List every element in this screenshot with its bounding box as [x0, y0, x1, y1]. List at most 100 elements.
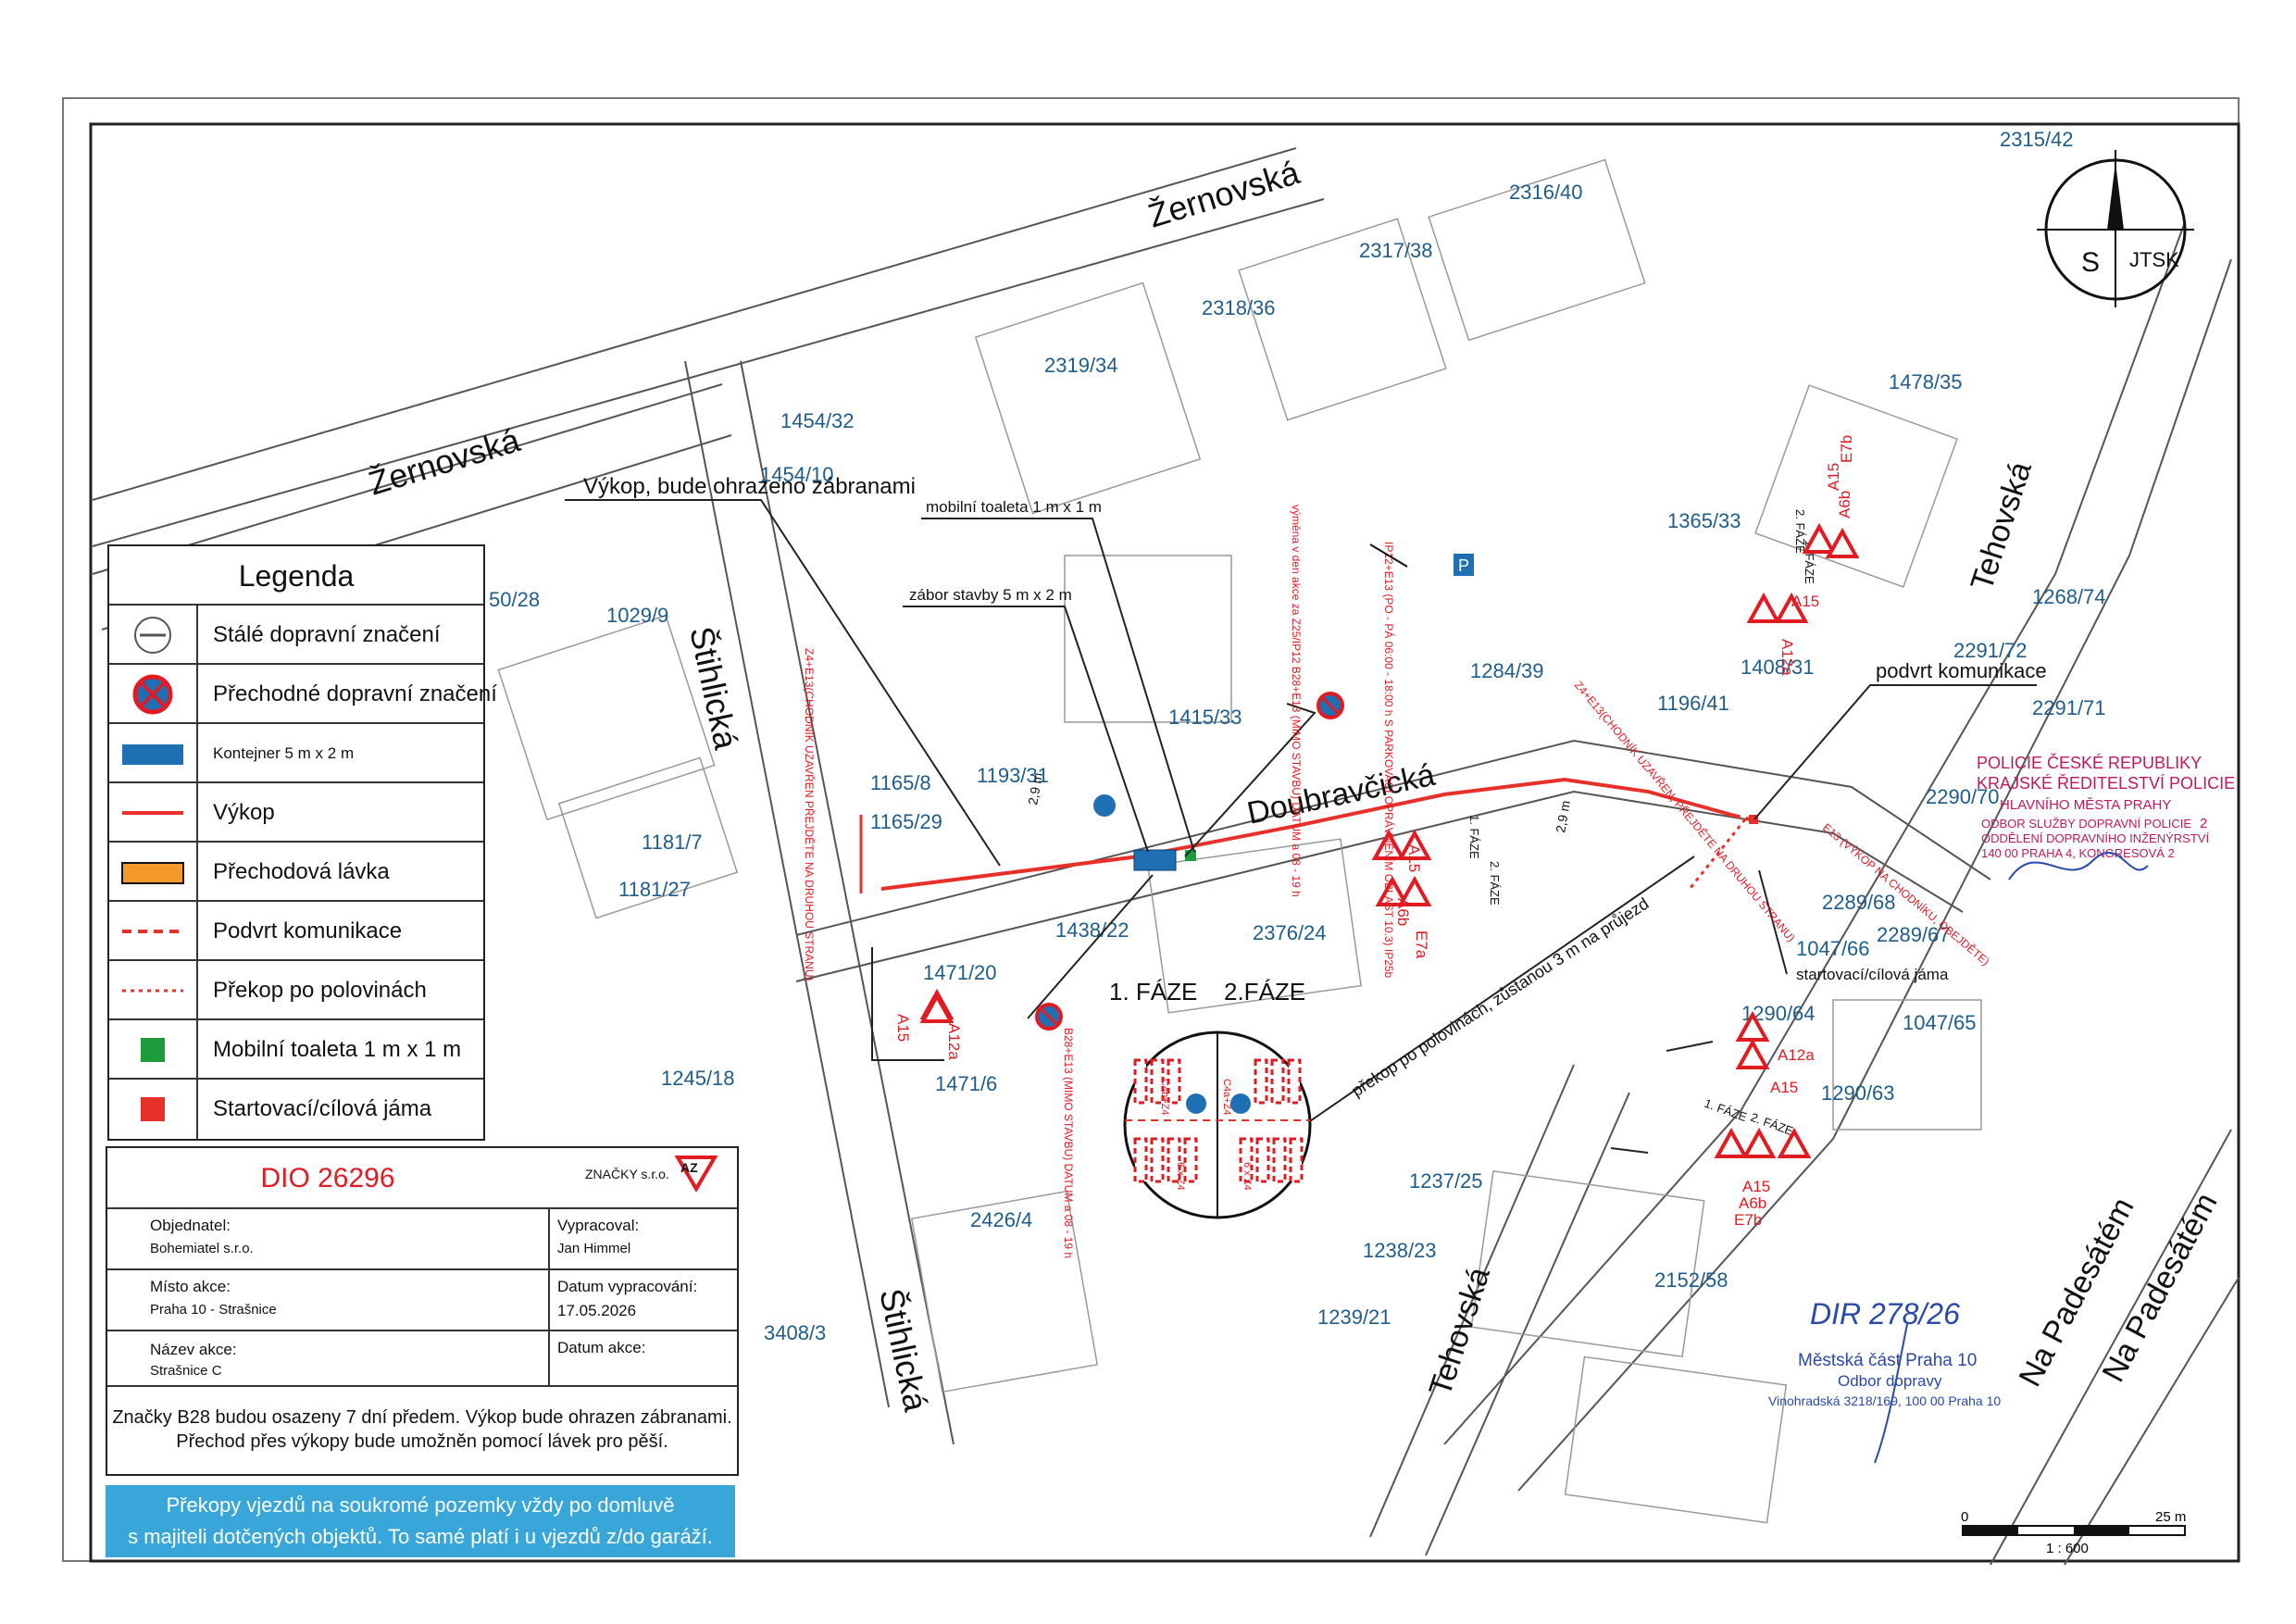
- police-stamp-line6: 140 00 PRAHA 4, KONGRESOVÁ 2: [1981, 846, 2175, 860]
- no-parking-signs: [1035, 692, 1344, 1031]
- legend-row-pit: Startovací/cílová jáma: [109, 1078, 483, 1139]
- inner-frame: [89, 122, 2240, 1563]
- barrier-icon: [1289, 1137, 1304, 1183]
- note-b28-1: B28+E13 (MIMO STAVBU) DATUM a 08 - 19 h: [1062, 1028, 1075, 1258]
- legend-label: Přechodné dopravní značení: [213, 681, 497, 706]
- barrier-icon: [1133, 1058, 1148, 1105]
- parcel-label: 1415/33: [1168, 706, 1242, 729]
- note-b28-2: výměna v den akce za Z25/IP12 B28+E13 (M…: [1290, 505, 1303, 897]
- parcel-label: 3408/3: [764, 1321, 826, 1344]
- warning-triangle-icon: [1714, 1127, 1749, 1158]
- police-stamp: POLICIE ČESKÉ REPUBLIKY KRAJSKÉ ŘEDITELS…: [1977, 753, 2235, 881]
- legend-row-road-drilling: Podvrt komunikace: [109, 900, 483, 961]
- parcel-label: 1408/31: [1741, 656, 1815, 679]
- mc-stamp-line2: Odbor dopravy: [1838, 1372, 1942, 1390]
- phase-small-3: 1. FÁZE: [1703, 1096, 1749, 1125]
- phase-small-2: 2. FÁZE: [1488, 861, 1502, 906]
- company-logo: AZ ZNAČKY s.r.o.: [548, 1148, 737, 1207]
- street-doubravcicka: Doubravčická: [1244, 757, 1438, 831]
- police-stamp-line5: ODDĚLENÍ DOPRAVNÍHO INŽENÝRSTVÍ: [1981, 831, 2209, 845]
- sign-z4-2: 6 x Z4: [1242, 1162, 1253, 1191]
- legend-row-footbridge: Přechodová lávka: [109, 841, 483, 902]
- parcel-label: 1237/25: [1409, 1169, 1483, 1193]
- warning-triangle-icon: [1397, 875, 1432, 906]
- parcel-label: 2317/38: [1359, 239, 1433, 262]
- sign-code-a15-3: A15: [1791, 593, 1819, 610]
- sign-code-a6b-3: A6b: [1739, 1194, 1766, 1212]
- barrier-icon: [1167, 1137, 1181, 1183]
- street-stihlicka-top: Štihlická: [682, 623, 745, 754]
- barrier-icon: [1287, 1058, 1302, 1105]
- sign-code-e7b-1: E7b: [1838, 435, 1855, 463]
- scale-start: 0: [1961, 1509, 1968, 1525]
- parcel-label: 2318/36: [1202, 296, 1276, 319]
- sign-code-a12a-3: A12a: [1778, 1046, 1815, 1064]
- parcel-label: 2316/40: [1509, 181, 1583, 204]
- parcel-labels: 2315/422316/402317/382318/362319/341454/…: [489, 128, 2106, 1344]
- compass: S JTSK: [2037, 150, 2194, 307]
- created-date-label: Datum vypracování:: [557, 1278, 698, 1295]
- warning-triangle-icon: [1802, 522, 1837, 554]
- callout-podvrt: podvrt komunikace: [1876, 659, 2047, 682]
- parcel-label: 1284/39: [1470, 659, 1544, 682]
- police-stamp-line4: ODBOR SLUŽBY DOPRAVNÍ POLICIE: [1981, 817, 2191, 831]
- action-name-label: Název akce:: [150, 1341, 237, 1358]
- barrier-icon: [1167, 1058, 1181, 1105]
- warning-triangle-icon: [1375, 875, 1410, 906]
- sign-code-a6b-1: A6b: [1394, 898, 1412, 926]
- note-parking: IP12+E13 (PO - PÁ 06:00 - 18:00 h S PARK…: [1382, 542, 1396, 979]
- banner-line-1: Překopy vjezdů na soukromé pozemky vždy …: [166, 1493, 675, 1517]
- phase-small-6: 2. FÁZE: [1793, 509, 1807, 554]
- parcel-label: 1047/66: [1796, 937, 1870, 960]
- banner-line-2: s majiteli dotčených objektů. To samé pl…: [128, 1525, 713, 1548]
- note-pedestrian-2: Z4+E13(CHODNÍK UZAVŘEN, PŘEJDĚTE NA DRUH…: [1572, 678, 1799, 944]
- street-tehovska-right: Tehovská: [1964, 457, 2039, 594]
- callout-toaleta: mobilní toaleta 1 m x 1 m: [926, 498, 1102, 516]
- parcel-label: 1478/35: [1889, 370, 1963, 394]
- parcel-label: 1471/20: [923, 961, 997, 984]
- parcel-label: 1365/33: [1667, 509, 1741, 532]
- place-label: Místo akce:: [150, 1278, 231, 1295]
- legend-label: Startovací/cílová jáma: [213, 1096, 432, 1121]
- legend-row-container: Kontejner 5 m x 2 m: [109, 722, 483, 783]
- parcel-label: 1268/74: [2032, 585, 2106, 608]
- police-stamp-line1: POLICIE ČESKÉ REPUBLIKY: [1977, 753, 2202, 772]
- half-crossing-line: [1688, 818, 1747, 890]
- parcel-label: 1471/6: [935, 1072, 997, 1095]
- scale-end: 25 m: [2155, 1509, 2186, 1525]
- barrier-icon: [1272, 1137, 1287, 1183]
- street-tehovska-bottom: Tehovská: [1422, 1263, 1497, 1400]
- sign-c4b: C4b+Z4: [1159, 1079, 1170, 1115]
- parcel-label: 2376/24: [1253, 921, 1327, 944]
- parcel-label: 2289/67: [1877, 923, 1951, 946]
- sign-code-a15-6: A15: [1742, 1178, 1770, 1195]
- warning-triangle-icon: [919, 992, 955, 1023]
- parcel-label: 2291/72: [1953, 639, 2028, 662]
- legend-label: Přechodová lávka: [213, 859, 390, 884]
- legend-row-toilet: Mobilní toaleta 1 m x 1 m: [109, 1018, 483, 1080]
- phase-detail-circle: C4b+Z4 C4a+Z4 6 x Z4 6 x Z4: [1123, 1031, 1312, 1219]
- sign-code-a12a-2: A12a: [1778, 639, 1796, 676]
- parcel-label: 1181/7: [642, 831, 703, 854]
- note-line-1: Značky B28 budou osazeny 7 dní předem. V…: [112, 1407, 732, 1428]
- mc-stamp-line3: Vinohradská 3218/169, 100 00 Praha 10: [1768, 1393, 2001, 1408]
- sign-code-a12a-1: A12a: [945, 1023, 963, 1060]
- parcel-label: 1047/65: [1903, 1011, 1977, 1034]
- phase-1-label: 1. FÁZE: [1109, 978, 1197, 1006]
- road-network: [92, 147, 2240, 1566]
- barrier-icon: [1270, 1058, 1285, 1105]
- orderer-label: Objednatel:: [150, 1217, 231, 1234]
- created-date-value: 17.05.2026: [557, 1302, 637, 1319]
- parcel-label: 1193/31: [977, 764, 1049, 787]
- dimension-1: 2,9 m: [1025, 771, 1045, 806]
- warning-triangle-icon: [1371, 829, 1406, 860]
- parcel-label: 2289/68: [1822, 891, 1896, 914]
- author-value: Jan Himmel: [557, 1241, 631, 1256]
- parcel-label: 2319/34: [1044, 354, 1118, 377]
- legend-row-half-crossing: Překop po polovinách: [109, 959, 483, 1020]
- street-zernovska-left: Žernovská: [364, 420, 525, 503]
- dimension-2: 2,9 m: [1553, 799, 1573, 833]
- barrier-icon: [1254, 1058, 1268, 1105]
- legend-label: Překop po polovinách: [213, 978, 427, 1003]
